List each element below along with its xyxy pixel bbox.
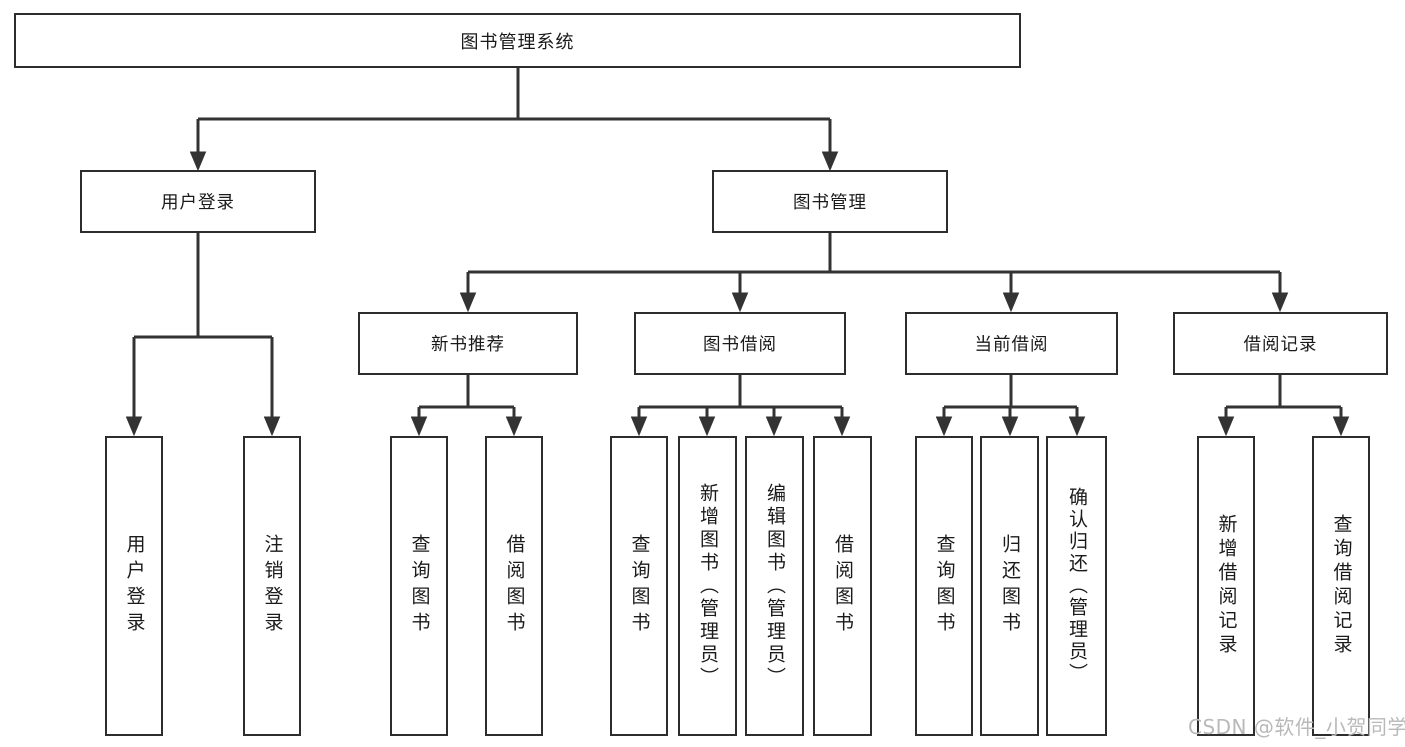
node-user-login-group: 用户登录	[80, 170, 316, 233]
leaf-current-query-books: 查询图书	[915, 436, 973, 736]
node-borrow-records: 借阅记录	[1173, 312, 1388, 375]
leaf-logout: 注销登录	[243, 436, 301, 736]
leaf-borrow-borrow-books: 借阅图书	[813, 436, 872, 736]
leaf-newbook-borrow-books: 借阅图书	[485, 436, 543, 736]
leaf-newbook-query-books: 查询图书	[390, 436, 448, 736]
leaf-user-login: 用户登录	[105, 436, 163, 736]
node-library-management-system: 图书管理系统	[14, 13, 1021, 68]
leaf-records-add-borrow-record: 新增借阅记录	[1197, 436, 1255, 736]
node-book-management: 图书管理	[712, 170, 948, 233]
leaf-records-query-borrow-record: 查询借阅记录	[1312, 436, 1370, 736]
leaf-borrow-query-books: 查询图书	[610, 436, 668, 736]
node-book-borrow: 图书借阅	[634, 312, 846, 375]
leaf-borrow-add-books-admin: 新增图书（管理员）	[678, 436, 737, 736]
node-new-book-recommend: 新书推荐	[358, 312, 578, 375]
node-current-borrow: 当前借阅	[905, 312, 1118, 375]
csdn-watermark: CSDN @软件_小贺同学	[1188, 715, 1405, 739]
leaf-current-return-books: 归还图书	[980, 436, 1039, 736]
leaf-borrow-edit-books-admin: 编辑图书（管理员）	[745, 436, 804, 736]
leaf-current-confirm-return-admin: 确认归还（管理员）	[1046, 436, 1107, 736]
